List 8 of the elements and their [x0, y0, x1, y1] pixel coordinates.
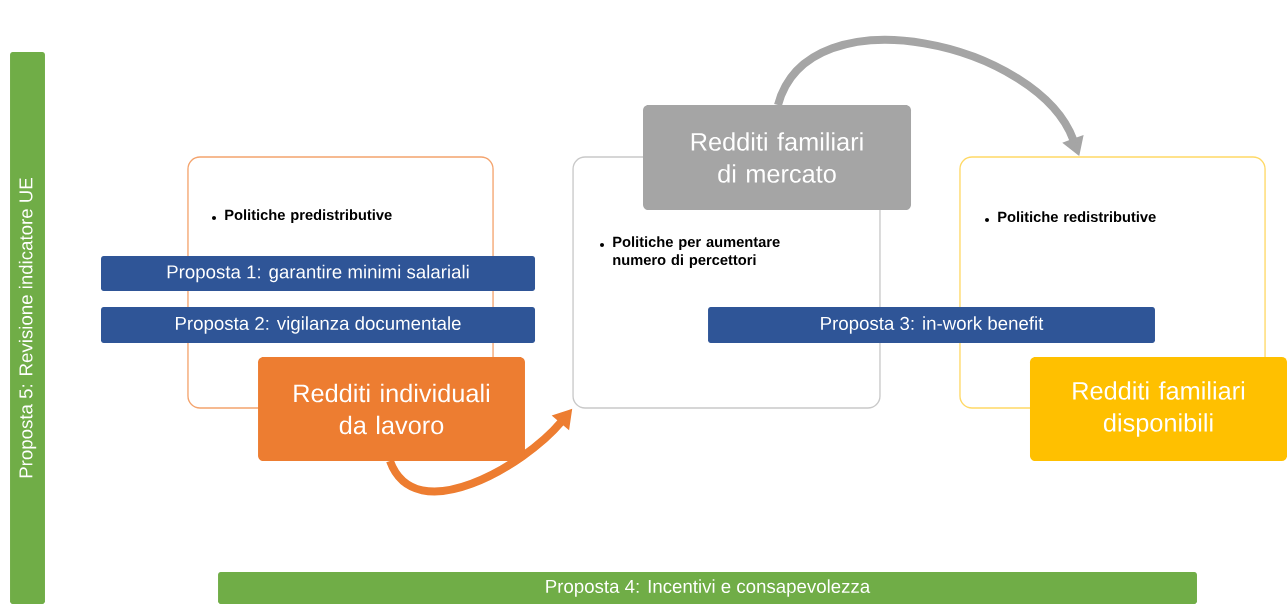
proposal-bar: Proposta 4: Incentivi e consapevolezza [218, 572, 1197, 604]
income-box: Redditi familiari disponibili [1030, 357, 1287, 461]
proposal-bar: Proposta 5: Revisione indicatore UE [10, 52, 45, 604]
income-box: Redditi individuali da lavoro [258, 357, 525, 461]
proposal-bar: Proposta 3: in-work benefit [708, 307, 1155, 343]
income-box: Redditi familiari di mercato [643, 104, 911, 211]
proposal-bar: Proposta 1: garantire minimi salariali [101, 256, 535, 291]
proposal-bar: Proposta 2: vigilanza documentale [101, 307, 535, 343]
